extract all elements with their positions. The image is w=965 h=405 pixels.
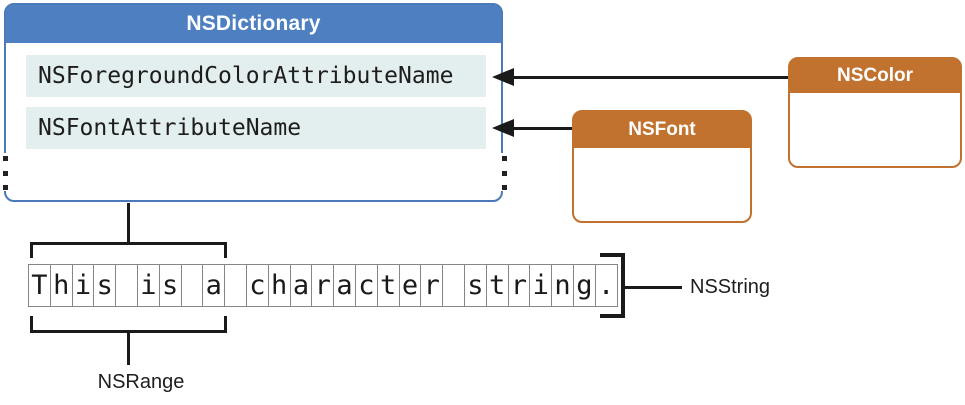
char-cell: r — [311, 264, 335, 307]
char-cell — [115, 264, 138, 307]
char-cell: i — [71, 264, 95, 307]
nscolor-box: NSColor — [788, 57, 962, 168]
dot-icon — [502, 170, 507, 176]
char-cell — [224, 264, 247, 307]
nscolor-header: NSColor — [790, 59, 960, 93]
nsdictionary-box: NSDictionary — [4, 3, 503, 202]
nsstring-bracket-bottom-arm — [600, 314, 625, 318]
range-bracket-bottom-right-tick — [224, 316, 227, 333]
char-cell: h — [267, 264, 291, 307]
arrowhead-left-icon — [492, 119, 514, 137]
nsstring-bracket-top-arm — [600, 253, 625, 257]
range-bracket-bottom-left-tick — [30, 316, 33, 333]
char-cell — [442, 264, 465, 307]
nsfont-box: NSFont — [572, 110, 752, 223]
char-cell: r — [507, 264, 531, 307]
dot-icon — [3, 170, 8, 176]
char-cell: . — [594, 264, 618, 307]
border-gap-right — [496, 153, 507, 191]
char-cell: t — [376, 264, 400, 307]
dot-icon — [3, 185, 8, 190]
connector-string-to-label — [625, 286, 682, 289]
nsfont-header: NSFont — [574, 112, 750, 148]
range-bracket-top — [30, 242, 227, 245]
attribute-row-font: NSFontAttributeName — [26, 107, 486, 149]
arrow-line-nscolor-to-foreground-attribute — [508, 76, 788, 79]
char-cell: a — [202, 264, 226, 307]
more-rows-ellipsis-left-icon — [3, 156, 8, 190]
char-cell: t — [485, 264, 509, 307]
char-cell: i — [136, 264, 160, 307]
char-cell: e — [398, 264, 422, 307]
connector-dictionary-to-range — [126, 203, 130, 245]
char-cell: i — [529, 264, 553, 307]
nsrange-label: NSRange — [97, 371, 185, 393]
char-cell: r — [420, 264, 444, 307]
char-cell: n — [551, 264, 574, 307]
dot-icon — [502, 156, 507, 161]
arrowhead-left-icon — [492, 68, 514, 86]
nsstring-bracket — [621, 253, 625, 318]
char-cell: T — [28, 264, 51, 307]
range-bracket-bottom — [30, 330, 227, 333]
char-cell: a — [289, 264, 313, 307]
connector-range-to-label — [126, 332, 130, 365]
char-cell: c — [245, 264, 269, 307]
char-cell: s — [463, 264, 487, 307]
arrow-line-nsfont-to-font-attribute — [508, 127, 572, 130]
attribute-row-foreground-color: NSForegroundColorAttributeName — [26, 55, 486, 97]
char-cell: g — [572, 264, 596, 307]
dot-icon — [502, 185, 507, 190]
char-cell: h — [49, 264, 73, 307]
dot-icon — [3, 156, 8, 161]
char-cell — [180, 264, 204, 307]
nsstring-label: NSString — [690, 276, 771, 298]
more-rows-ellipsis-right-icon — [502, 156, 507, 190]
char-cell: c — [354, 264, 378, 307]
range-bracket-top-left-tick — [30, 242, 33, 258]
char-cell: s — [158, 264, 182, 307]
char-cell: a — [333, 264, 356, 307]
range-bracket-top-right-tick — [224, 242, 227, 258]
char-cell: s — [93, 264, 117, 307]
nsdictionary-header: NSDictionary — [6, 5, 501, 43]
